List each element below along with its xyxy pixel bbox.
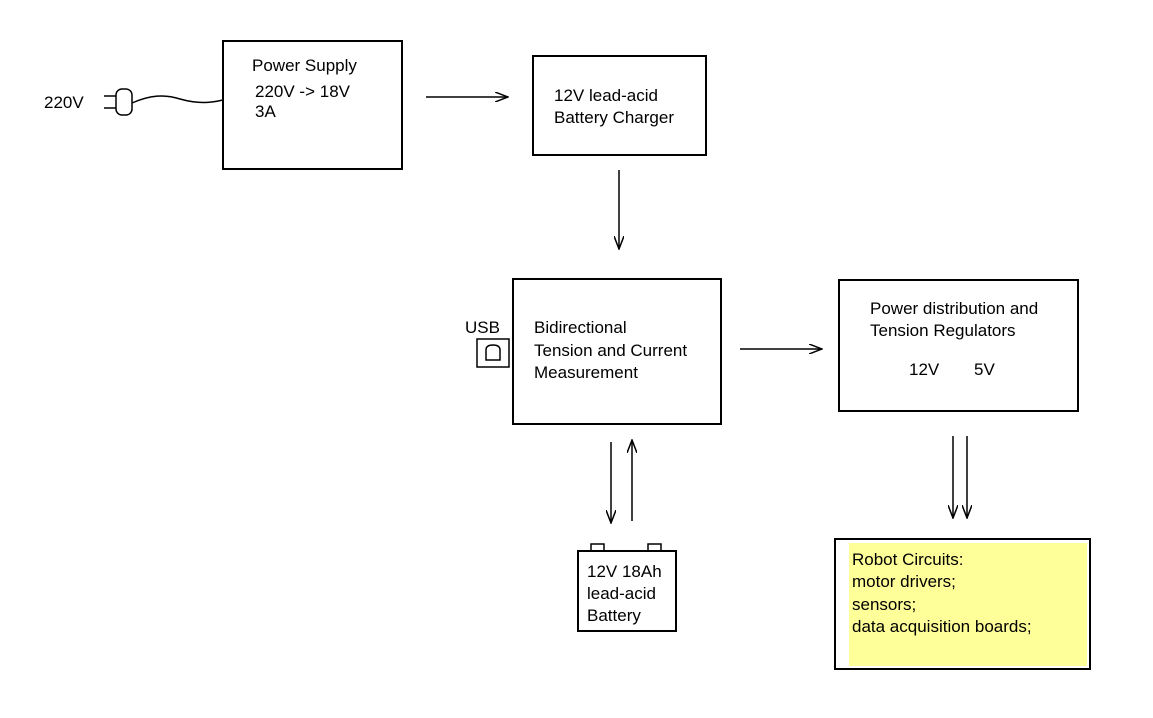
usb-label: USB [465, 318, 500, 337]
measurement-line-1: Bidirectional [534, 318, 627, 337]
plug-icon [104, 88, 133, 116]
distribution-line-1: Power distribution and [870, 299, 1039, 318]
distribution-line-2: Tension Regulators [870, 321, 1016, 340]
power-distribution-block [838, 279, 1079, 412]
charger-line-2: Battery Charger [554, 108, 674, 127]
power-cable [131, 95, 224, 104]
power-supply-title: Power Supply [252, 56, 357, 75]
measurement-block [512, 278, 722, 425]
robot-line-4: data acquisition boards; [852, 617, 1032, 636]
battery-line-2: lead-acid [587, 584, 656, 603]
mains-voltage-label: 220V [44, 93, 84, 112]
robot-line-3: sensors; [852, 595, 917, 614]
usb-port-icon [476, 338, 510, 368]
battery-line-3: Battery [587, 606, 641, 625]
distribution-5v-label: 5V [974, 360, 995, 379]
measurement-line-2: Tension and Current [534, 341, 688, 360]
power-supply-block [222, 40, 403, 170]
robot-line-1: Robot Circuits: [852, 550, 964, 569]
power-supply-current: 3A [255, 102, 276, 121]
battery-line-1: 12V 18Ah [587, 562, 662, 581]
robot-line-2: motor drivers; [852, 572, 956, 591]
distribution-12v-label: 12V [909, 360, 940, 379]
power-supply-conversion: 220V -> 18V [255, 82, 350, 101]
robot-circuits-highlight [849, 543, 1087, 666]
battery-charger-block [532, 55, 707, 156]
measurement-line-3: Measurement [534, 363, 638, 382]
charger-line-1: 12V lead-acid [554, 86, 658, 105]
battery-block [577, 550, 677, 632]
